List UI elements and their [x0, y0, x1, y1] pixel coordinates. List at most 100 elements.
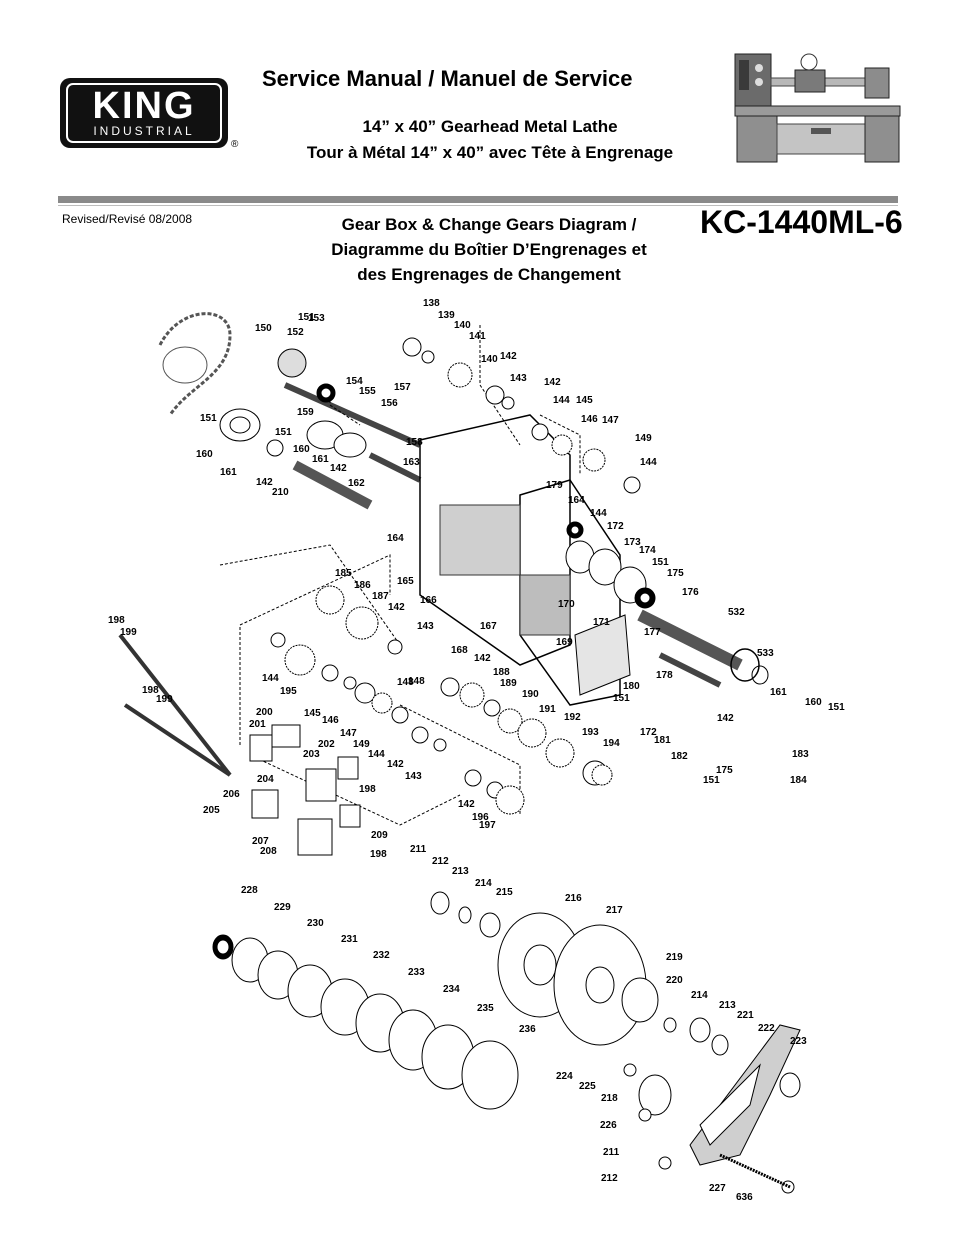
part-label: 147	[602, 415, 619, 426]
part-label: 165	[397, 576, 414, 587]
diagram-title-line: des Engrenages de Changement	[357, 265, 621, 284]
part-label: 214	[691, 990, 708, 1001]
part-label: 192	[564, 712, 581, 723]
part-label: 199	[120, 627, 137, 638]
part-label: 142	[544, 377, 561, 388]
header-divider	[58, 196, 898, 203]
part-labels: 138 139 140 141 140 142 143 151 153 150 …	[108, 298, 845, 1203]
part-label: 214	[475, 878, 492, 889]
part-label: 205	[203, 805, 220, 816]
part-label: 212	[432, 856, 449, 867]
part-label: 161	[220, 467, 237, 478]
model-number: KC-1440ML-6	[700, 204, 903, 240]
part-label: 219	[666, 952, 683, 963]
part-label: 218	[601, 1093, 618, 1104]
part-label: 217	[606, 905, 623, 916]
part-label: 142	[388, 602, 405, 613]
part-label: 188	[493, 667, 510, 678]
king-industrial-logo: KING INDUSTRIAL	[60, 78, 228, 148]
part-label: 232	[373, 950, 390, 961]
part-label: 150	[255, 323, 272, 334]
part-label: 206	[223, 789, 240, 800]
part-label: 151	[703, 775, 720, 786]
part-label: 143	[510, 373, 527, 384]
part-label: 171	[593, 617, 610, 628]
part-label: 212	[601, 1173, 618, 1184]
part-label: 151	[200, 413, 217, 424]
part-label: 173	[624, 537, 641, 548]
part-label: 227	[709, 1183, 726, 1194]
part-label: 182	[671, 751, 688, 762]
part-label: 164	[387, 533, 404, 544]
part-label: 144	[262, 673, 279, 684]
part-label: 160	[196, 449, 213, 460]
part-label: 211	[603, 1147, 620, 1158]
part-label: 223	[790, 1036, 807, 1047]
part-label: 170	[558, 599, 575, 610]
part-label: 163	[403, 457, 420, 468]
part-label: 149	[353, 739, 370, 750]
manual-title: Service Manual / Manuel de Service	[262, 66, 633, 91]
part-label: 146	[322, 715, 339, 726]
part-label: 166	[420, 595, 437, 606]
part-label: 142	[256, 477, 273, 488]
part-label: 233	[408, 967, 425, 978]
part-label: 147	[340, 728, 357, 739]
part-label: 167	[480, 621, 497, 632]
part-label: 197	[479, 820, 496, 831]
part-label: 174	[639, 545, 656, 556]
part-label: 160	[293, 444, 310, 455]
part-label: 140	[454, 320, 471, 331]
part-label: 533	[757, 648, 774, 659]
part-label: 198	[370, 849, 387, 860]
part-label: 187	[372, 591, 389, 602]
part-label: 156	[381, 398, 398, 409]
part-label: 148	[397, 677, 414, 688]
part-label: 210	[272, 487, 289, 498]
part-label: 142	[500, 351, 517, 362]
part-label: 190	[522, 689, 539, 700]
part-label: 142	[474, 653, 491, 664]
part-label: 175	[716, 765, 733, 776]
part-label: 172	[640, 727, 657, 738]
part-label: 144	[553, 395, 570, 406]
product-subtitle: 14” x 40” Gearhead Metal Lathe Tour à Mé…	[240, 114, 740, 166]
part-label: 179	[546, 480, 563, 491]
part-label: 144	[640, 457, 657, 468]
part-label: 225	[579, 1081, 596, 1092]
diagram-title: Gear Box & Change Gears Diagram / Diagra…	[286, 212, 692, 287]
part-label: 143	[405, 771, 422, 782]
part-label: 201	[249, 719, 266, 730]
part-label: 151	[298, 312, 315, 323]
logo-sub-text: INDUSTRIAL	[93, 124, 195, 138]
part-label: 191	[539, 704, 556, 715]
part-label: 189	[500, 678, 517, 689]
part-label: 213	[719, 1000, 736, 1011]
part-label: 198	[142, 685, 159, 696]
part-label: 213	[452, 866, 469, 877]
part-label: 151	[275, 427, 292, 438]
part-label: 200	[256, 707, 273, 718]
part-label: 231	[341, 934, 358, 945]
part-label: 175	[667, 568, 684, 579]
part-label: 140	[481, 354, 498, 365]
part-label: 144	[368, 749, 385, 760]
part-label: 178	[656, 670, 673, 681]
exploded-parts-diagram: 138 139 140 141 140 142 143 151 153 150 …	[108, 298, 845, 1203]
part-label: 193	[582, 727, 599, 738]
part-label: 235	[477, 1003, 494, 1014]
part-label: 145	[576, 395, 593, 406]
part-label: 180	[623, 681, 640, 692]
part-label: 186	[354, 580, 371, 591]
part-label: 216	[565, 893, 582, 904]
logo-main-text: KING	[92, 85, 196, 127]
part-label: 230	[307, 918, 324, 929]
part-label: 208	[260, 846, 277, 857]
part-label: 207	[252, 836, 269, 847]
part-label: 144	[590, 508, 607, 519]
part-label: 183	[792, 749, 809, 760]
part-label: 153	[308, 313, 325, 324]
part-label: 142	[458, 799, 475, 810]
part-label: 222	[758, 1023, 775, 1034]
part-label: 176	[682, 587, 699, 598]
